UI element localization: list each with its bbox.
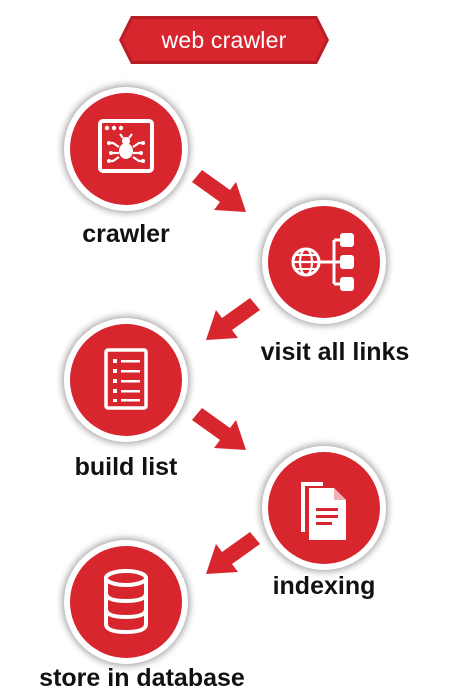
indexing-node: [262, 446, 386, 570]
database-icon: [104, 569, 148, 635]
title-banner: web crawler: [117, 14, 331, 66]
browser-bug-icon: [98, 119, 154, 173]
store-in-database-node: [64, 540, 188, 664]
visit-all-links-label: visit all links: [260, 338, 410, 366]
arrow-right-down: [192, 170, 246, 212]
store-in-database-label: store in database: [39, 664, 245, 692]
crawler-label: crawler: [82, 220, 170, 248]
build-list-label: build list: [74, 453, 178, 481]
list-document-icon: [104, 348, 148, 410]
arrow-right-down-2: [192, 408, 246, 450]
title-text: web crawler: [161, 27, 287, 53]
globe-sitemap-icon: [291, 233, 354, 291]
arrow-left-down-2: [206, 532, 260, 574]
documents-icon: [301, 482, 346, 540]
visit-all-links-node: [262, 200, 386, 324]
indexing-label: indexing: [272, 572, 376, 600]
build-list-node: [64, 318, 188, 442]
arrow-left-down: [206, 298, 260, 340]
banner-shape: [119, 16, 329, 64]
crawler-node: [64, 87, 188, 211]
